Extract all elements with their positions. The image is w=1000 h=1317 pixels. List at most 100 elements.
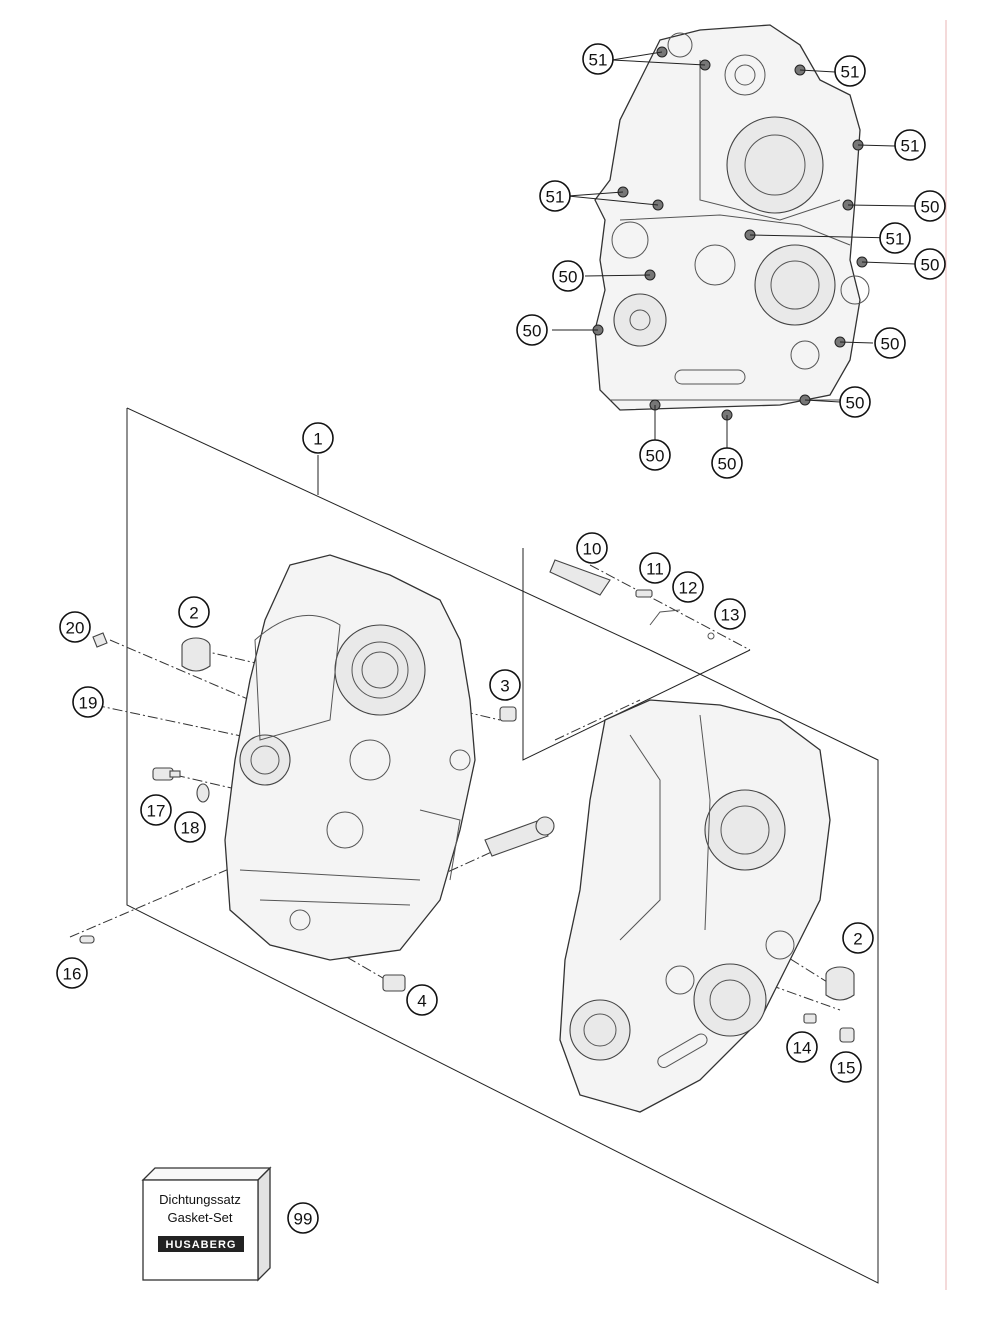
callout-number: 50 <box>846 394 865 413</box>
callout-2: 2 <box>842 922 874 954</box>
callout-circle <box>879 222 911 254</box>
callout-51: 51 <box>539 180 571 212</box>
callout-circle <box>174 811 206 843</box>
callout-number: 19 <box>79 694 98 713</box>
callout-12: 12 <box>672 571 704 603</box>
callout-circle <box>842 922 874 954</box>
callout-number: 50 <box>646 447 665 466</box>
callout-50: 50 <box>839 386 871 418</box>
callout-99: 99 <box>287 1202 319 1234</box>
callout-number: 14 <box>793 1039 812 1058</box>
callout-circle <box>711 447 743 479</box>
left-crankcase-half <box>224 554 476 961</box>
callout-circle <box>72 686 104 718</box>
callout-number: 17 <box>147 802 166 821</box>
callout-circle <box>914 248 946 280</box>
callout-16: 16 <box>56 957 88 989</box>
callout-number: 99 <box>294 1210 313 1229</box>
callout-number: 18 <box>181 819 200 838</box>
callout-circle <box>287 1202 319 1234</box>
husaberg-logo <box>158 1236 244 1252</box>
husaberg-logo-text: HUSABERG <box>166 1239 237 1251</box>
callout-number: 4 <box>417 992 426 1011</box>
callout-circle <box>839 386 871 418</box>
right-crankcase-half <box>559 699 831 1113</box>
callout-number: 51 <box>886 230 905 249</box>
gasket-box-line1: Dichtungssatz <box>159 1192 241 1207</box>
callout-number: 11 <box>646 560 664 579</box>
callout-circle <box>639 439 671 471</box>
callout-number: 51 <box>901 137 920 156</box>
callout-circle <box>830 1051 862 1083</box>
callout-number: 3 <box>500 677 509 696</box>
callout-50: 50 <box>711 447 743 479</box>
callout-number: 10 <box>583 540 602 559</box>
callout-number: 51 <box>546 188 565 207</box>
callout-number: 13 <box>721 606 740 625</box>
callout-circle <box>56 957 88 989</box>
callout-3: 3 <box>489 669 521 701</box>
callout-number: 16 <box>63 965 82 984</box>
callout-50: 50 <box>914 190 946 222</box>
callout-circle <box>834 55 866 87</box>
gasket-set-box: Dichtungssatz Gasket-Set HUSABERG <box>141 1166 272 1282</box>
callout-circle <box>489 669 521 701</box>
callout-circle <box>786 1031 818 1063</box>
callout-circle <box>406 984 438 1016</box>
callout-circle <box>672 571 704 603</box>
callout-50: 50 <box>516 314 548 346</box>
small-parts <box>79 559 855 1043</box>
callout-circle <box>639 552 671 584</box>
callout-50: 50 <box>914 248 946 280</box>
assembly-frame <box>126 407 879 1284</box>
callout-number: 20 <box>66 619 85 638</box>
callout-circle <box>552 260 584 292</box>
callout-circle <box>914 190 946 222</box>
callout-17: 17 <box>140 794 172 826</box>
callout-circle <box>59 611 91 643</box>
callout-number: 51 <box>589 51 608 70</box>
callout-18: 18 <box>174 811 206 843</box>
callout-circle <box>714 598 746 630</box>
callout-circle <box>178 596 210 628</box>
callout-50: 50 <box>552 260 584 292</box>
callout-number: 50 <box>718 455 737 474</box>
callout-14: 14 <box>786 1031 818 1063</box>
callout-51: 51 <box>879 222 911 254</box>
callout-circle <box>874 327 906 359</box>
callout-51: 51 <box>894 129 926 161</box>
callout-number: 50 <box>921 256 940 275</box>
callout-number: 2 <box>853 930 862 949</box>
callout-circle <box>302 422 334 454</box>
callout-number: 15 <box>837 1059 856 1078</box>
callout-50: 50 <box>639 439 671 471</box>
callout-13: 13 <box>714 598 746 630</box>
callout-50: 50 <box>874 327 906 359</box>
oil-pump-shaft <box>484 816 555 857</box>
callout-circle <box>894 129 926 161</box>
callout-number: 50 <box>559 268 578 287</box>
callout-circle <box>582 43 614 75</box>
callout-2: 2 <box>178 596 210 628</box>
callout-20: 20 <box>59 611 91 643</box>
callout-number: 50 <box>523 322 542 341</box>
callout-15: 15 <box>830 1051 862 1083</box>
callout-51: 51 <box>834 55 866 87</box>
callout-circle <box>576 532 608 564</box>
leaders-top <box>552 51 916 448</box>
callout-4: 4 <box>406 984 438 1016</box>
callout-1: 1 <box>302 422 334 454</box>
callout-circle <box>140 794 172 826</box>
callout-11: 11 <box>639 552 671 584</box>
gasket-box-line2: Gasket-Set <box>167 1210 232 1225</box>
callout-number: 1 <box>313 430 322 449</box>
assembled-crankcase <box>594 24 870 411</box>
callout-circle <box>516 314 548 346</box>
callout-number: 50 <box>921 198 940 217</box>
callout-number: 12 <box>679 579 698 598</box>
callout-51: 51 <box>582 43 614 75</box>
callout-number: 51 <box>841 63 860 82</box>
callout-number: 2 <box>189 604 198 623</box>
